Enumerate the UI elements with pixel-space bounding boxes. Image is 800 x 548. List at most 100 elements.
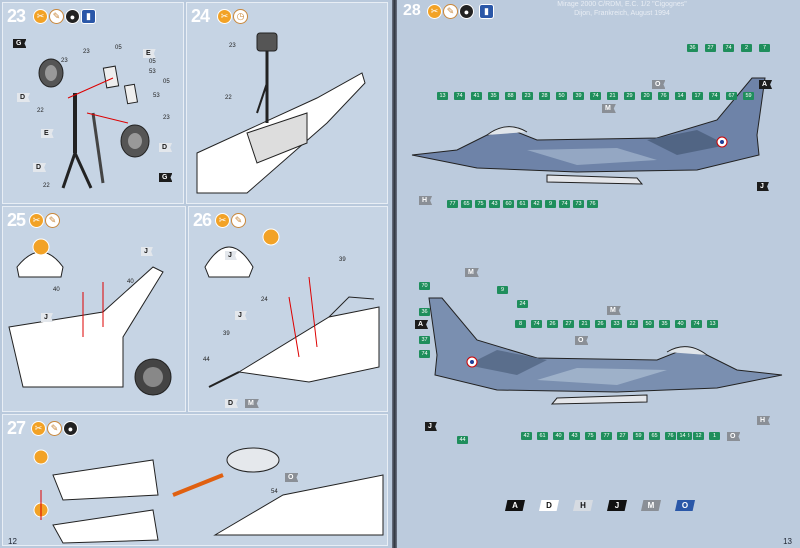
decal-callout: 77 [601,432,612,440]
legend-j: J [607,500,627,511]
legend-d: D [539,500,559,511]
decal-callout: 21 [579,320,590,328]
decal-callout: 42 [531,200,542,208]
decal-callout: 9 [545,200,556,208]
step-26-panel: 26 ✂ ✎ J J D M 39 24 39 44 [188,206,388,412]
decal-callout: 23 [522,92,533,100]
decal-callout: 9 [497,286,508,294]
decal-callout: 50 [643,320,654,328]
decal-callout: 59 [743,92,754,100]
decal-tag-m: M [602,104,616,113]
decal-callout: 27 [705,44,716,52]
decal-callout: 17 [692,92,703,100]
left-page: 23 ✂ ✎ ● ▮ G D E D E D [0,0,392,548]
decal-callout: 74 [531,320,542,328]
decal-callout: 75 [475,200,486,208]
decal-callout: 37 [419,336,430,344]
clock-icon: ◷ [233,9,248,24]
decal-callout: 76 [665,432,676,440]
page-number: 13 [783,537,792,546]
decal-tag-h: H [419,196,433,205]
decal-callout: 20 [641,92,652,100]
decal-callout: 21 [607,92,618,100]
decal-callout: 65 [649,432,660,440]
decal-callout: 61 [517,200,528,208]
decal-callout: 22 [627,320,638,328]
glue-icon: ✎ [47,421,62,436]
decal-callout: 39 [573,92,584,100]
decal-callout: 59 [633,432,644,440]
decal-callout: 1 [709,432,720,440]
decal-tag-m: M [607,306,621,315]
gutter [392,0,397,548]
decal-tag-o: O [575,336,589,345]
knife-icon: ✂ [29,213,44,228]
decal-callout: 13 [437,92,448,100]
water-icon: ▮ [479,4,494,19]
paint-code: 05 [115,45,122,51]
decal-tag-e: E [143,49,156,58]
paint-code: 05 [149,59,156,65]
glue-icon: ✎ [231,213,246,228]
decal-tag-j: J [425,422,437,431]
part-number: 22 [43,183,50,189]
part-number: 44 [203,357,210,363]
decal-callout: 75 [585,432,596,440]
paint-can-icon: ▮ [81,9,96,24]
decal-callout: 76 [658,92,669,100]
decal-callout: 70 [419,282,430,290]
decal-callout: 43 [489,200,500,208]
right-page: 28 ✂ ✎ ● ▮ Mirage 2000 C/RDM, E.C. 1/2 "… [397,0,800,548]
part-number: 40 [127,279,134,285]
decal-tag-d: D [17,93,31,102]
decal-tag-o: O [727,432,741,441]
decal-callout: 14 [677,432,688,440]
decal-callout: 43 [569,432,580,440]
knife-icon: ✂ [427,4,442,19]
decal-tag-a: A [759,80,773,89]
decal-callout: 76 [587,200,598,208]
legend-a: A [505,500,525,511]
decal-callout: 74 [559,200,570,208]
decal-callout: 61 [537,432,548,440]
paint-code: 53 [153,93,160,99]
decal-callout: 28 [539,92,550,100]
knife-icon: ✂ [33,9,48,24]
part-number: 54 [271,489,278,495]
livery-line-1: Mirage 2000 C/RDM, E.C. 1/2 "Cigognes" [557,1,687,8]
step-24-panel: 24 ✂ ◷ 23 22 [186,2,388,204]
decal-callout: 27 [563,320,574,328]
part-number: 22 [37,108,44,114]
decal-callout: 65 [461,200,472,208]
decal-tag-d: D [33,163,47,172]
step-number: 23 [7,6,26,26]
landing-gear-drawing [38,58,150,189]
decal-tag-j: J [225,251,237,260]
paint-icon: ● [65,9,80,24]
part-number: 24 [261,297,268,303]
step-number: 27 [7,418,26,438]
decal-callout: 74 [723,44,734,52]
decal-callout: 42 [521,432,532,440]
decal-callout: 36 [419,308,430,316]
decal-callout: 7 [759,44,770,52]
knife-icon: ✂ [31,421,46,436]
glue-icon: ✎ [443,4,458,19]
step-23-panel: 23 ✂ ✎ ● ▮ G D E D E D [2,2,184,204]
part-number: 22 [225,95,232,101]
decal-callout: 27 [617,432,628,440]
decal-callout: 74 [590,92,601,100]
decal-callout: 77 [447,200,458,208]
knife-icon: ✂ [215,213,230,228]
part-number: 39 [339,257,346,263]
decal-tag-j: J [141,247,153,256]
part-number: 23 [83,49,90,55]
decal-callout: 29 [624,92,635,100]
livery-title: Mirage 2000 C/RDM, E.C. 1/2 "Cigognes" D… [537,0,707,18]
decal-sheet-legend: A D H J M O [505,500,695,511]
decal-callout: 41 [471,92,482,100]
part-number: 23 [229,43,236,49]
paint-icon: ● [459,4,474,19]
decal-callout: 74 [419,350,430,358]
decal-callout: 88 [505,92,516,100]
